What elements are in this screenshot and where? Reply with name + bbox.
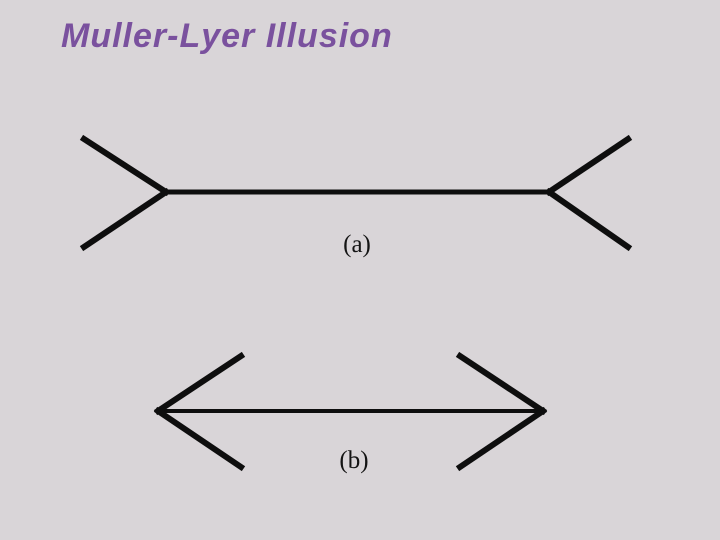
figure-a-line-segment [79, 134, 171, 197]
figure-a-lines [79, 134, 633, 252]
figure-a-line-segment [544, 187, 633, 252]
figure-a-line-segment [544, 134, 633, 197]
figure-b-line-segment [455, 351, 548, 416]
figure-b-line-segment [455, 406, 548, 472]
figure-b-line-segment [153, 406, 246, 472]
figure-a-label: (a) [343, 231, 371, 258]
figure-b-label: (b) [339, 447, 369, 474]
figure-a-line-segment [79, 187, 171, 252]
figure-b-lines [153, 351, 548, 472]
figure-b-line-segment [153, 351, 246, 416]
slide-title: Muller-Lyer Illusion [61, 17, 393, 55]
